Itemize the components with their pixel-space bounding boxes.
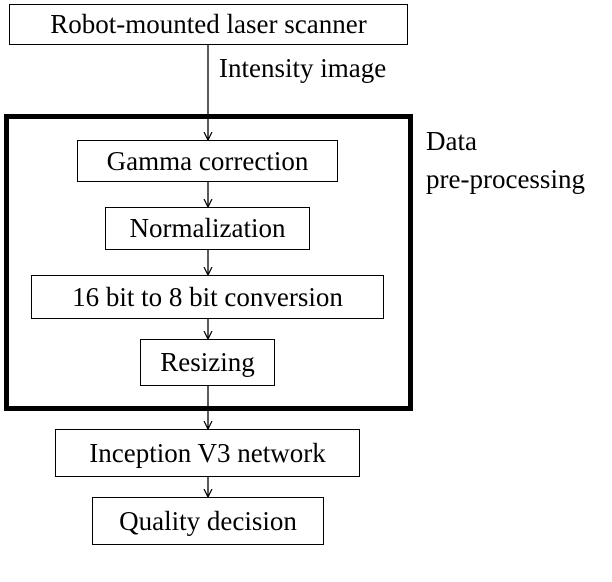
- edge-label-intensity-image: Intensity image: [219, 53, 387, 83]
- node-inception-v3: Inception V3 network: [55, 429, 360, 477]
- node-normalization: Normalization: [105, 207, 310, 250]
- node-bit-conversion: 16 bit to 8 bit conversion: [31, 275, 384, 319]
- preprocessing-group-frame: [4, 114, 413, 411]
- node-resizing: Resizing: [140, 339, 275, 386]
- group-label-line1: Data: [426, 126, 477, 156]
- node-quality-decision: Quality decision: [92, 497, 324, 545]
- node-scanner: Robot-mounted laser scanner: [9, 4, 408, 45]
- group-label-line2: pre-processing: [426, 164, 585, 194]
- node-gamma-correction: Gamma correction: [77, 140, 338, 182]
